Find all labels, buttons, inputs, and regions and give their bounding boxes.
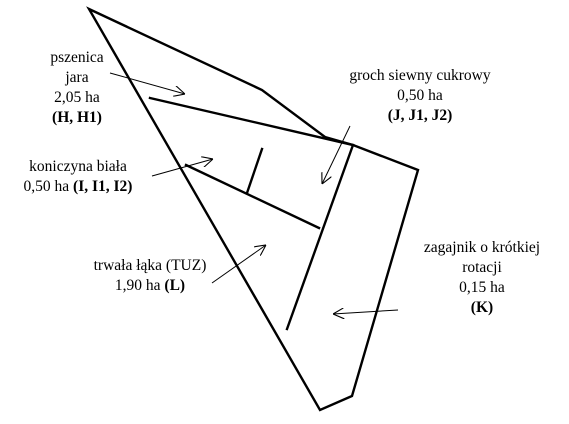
divider-pszenica-koniczyna xyxy=(148,96,355,147)
label-koniczyna-codes: (I, I1, I2) xyxy=(73,178,133,195)
label-pszenica: pszenica jara 2,05 ha (H, H1) xyxy=(22,48,132,128)
label-groch-codes: (J, J1, J2) xyxy=(387,107,453,124)
arrow-pszenica xyxy=(109,72,185,94)
arrow-koniczyna xyxy=(151,159,213,177)
parcel-boundary xyxy=(86,6,420,412)
label-laka-area: 1,90 ha xyxy=(114,277,161,294)
label-zagajnik-area: 0,15 ha xyxy=(459,279,505,296)
divider-groch-zagajnik xyxy=(285,143,355,331)
label-pszenica-codes: (H, H1) xyxy=(52,109,102,126)
divider-koniczyna-groch xyxy=(245,147,264,195)
label-laka-line1: trwała łąka (TUZ) xyxy=(93,257,207,274)
divider-koniczyna-laka xyxy=(184,163,321,230)
label-zagajnik-line1: zagajnik o krótkiej xyxy=(423,239,541,256)
label-pszenica-area: 2,05 ha xyxy=(54,89,100,106)
arrow-zagajnik xyxy=(333,310,399,314)
arrow-laka xyxy=(211,245,266,284)
label-koniczyna-area: 0,50 ha xyxy=(23,178,70,195)
label-laka-codes: (L) xyxy=(164,277,186,294)
label-groch-line1: groch siewny cukrowy xyxy=(349,67,491,84)
label-zagajnik-codes: (K) xyxy=(470,299,494,316)
label-laka: trwała łąka (TUZ) 1,90 ha (L) xyxy=(80,256,220,296)
label-pszenica-line2: jara xyxy=(65,69,89,86)
label-groch-area: 0,50 ha xyxy=(397,87,443,104)
label-zagajnik-line2: rotacji xyxy=(462,259,502,276)
label-koniczyna-line1: koniczyna biała xyxy=(29,158,127,175)
label-pszenica-line1: pszenica xyxy=(50,49,104,66)
label-groch: groch siewny cukrowy 0,50 ha (J, J1, J2) xyxy=(335,66,505,126)
label-zagajnik: zagajnik o krótkiej rotacji 0,15 ha (K) xyxy=(398,238,566,318)
arrow-groch xyxy=(322,125,351,184)
label-koniczyna: koniczyna biała 0,50 ha (I, I1, I2) xyxy=(4,157,152,197)
